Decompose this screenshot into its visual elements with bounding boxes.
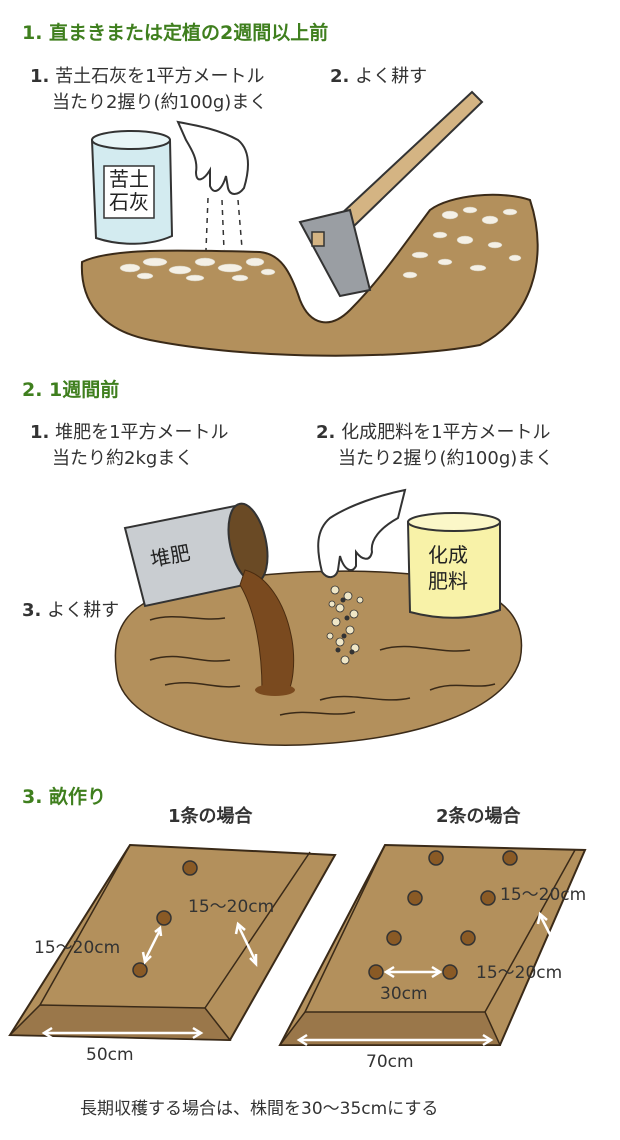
section2-step2-line2: 当たり2握り(約100g)まく [316,448,553,469]
bed-right-row-gap: 30cm [380,984,428,1004]
lime-bag-label: 苦土 石灰 [109,168,149,214]
fertilizer-bag-label-line1: 化成 [428,543,468,567]
bed-left-spacing-b: 15〜20cm [188,892,274,917]
hand-2 [318,490,405,577]
section3-title: 3. 畝作り [22,782,106,809]
fertilizer-bag-label-line2: 肥料 [428,569,468,593]
section1-step1: 1. 苦土石灰を1平方メートル 当たり2握り(約100g)まく [30,64,267,116]
fertilizer-bag-label: 化成 肥料 [428,542,468,594]
section2-step2-number: 2. [316,422,335,443]
section2-step1-line1: 堆肥を1平方メートル [55,422,228,443]
section1-step1-number: 1. [30,66,49,87]
section1-step2-text: よく耕す [355,66,427,87]
bed-right-spacing-a: 15〜20cm [500,880,586,905]
section1-step1-line1: 苦土石灰を1平方メートル [55,66,264,87]
bed-left-caption: 1条の場合 [168,802,253,828]
bed-right-width: 70cm [366,1052,414,1072]
bed-left-width: 50cm [86,1045,134,1065]
section1-step1-line2: 当たり2握り(約100g)まく [30,92,267,113]
section2-step3-text: よく耕す [47,600,119,621]
section2-step3: 3. よく耕す [22,598,119,624]
bed-right-caption: 2条の場合 [436,802,521,828]
section1-step2: 2. よく耕す [330,64,427,90]
section2-step2: 2. 化成肥料を1平方メートル 当たり2握り(約100g)まく [316,420,553,472]
section2-step2-line1: 化成肥料を1平方メートル [341,422,550,443]
section2-title: 2. 1週間前 [22,375,119,402]
section1-title: 1. 直まきまたは定植の2週間以上前 [22,18,328,45]
section2-step1-line2: 当たり約2kgまく [30,448,193,469]
bed-left-spacing-a: 15〜20cm [34,933,120,958]
bed-right [280,845,585,1045]
hand-1 [178,122,248,194]
section1-step2-number: 2. [330,66,349,87]
section2-step3-number: 3. [22,600,41,621]
lime-bag-label-line1: 苦土 [109,167,149,191]
section2-step1-number: 1. [30,422,49,443]
long-harvest-note: 長期収穫する場合は、株間を30〜35cmにする [80,1094,438,1119]
section2-step1: 1. 堆肥を1平方メートル 当たり約2kgまく [30,420,229,472]
lime-bag-label-line2: 石灰 [109,190,149,214]
bed-right-spacing-b: 15〜20cm [476,958,562,983]
